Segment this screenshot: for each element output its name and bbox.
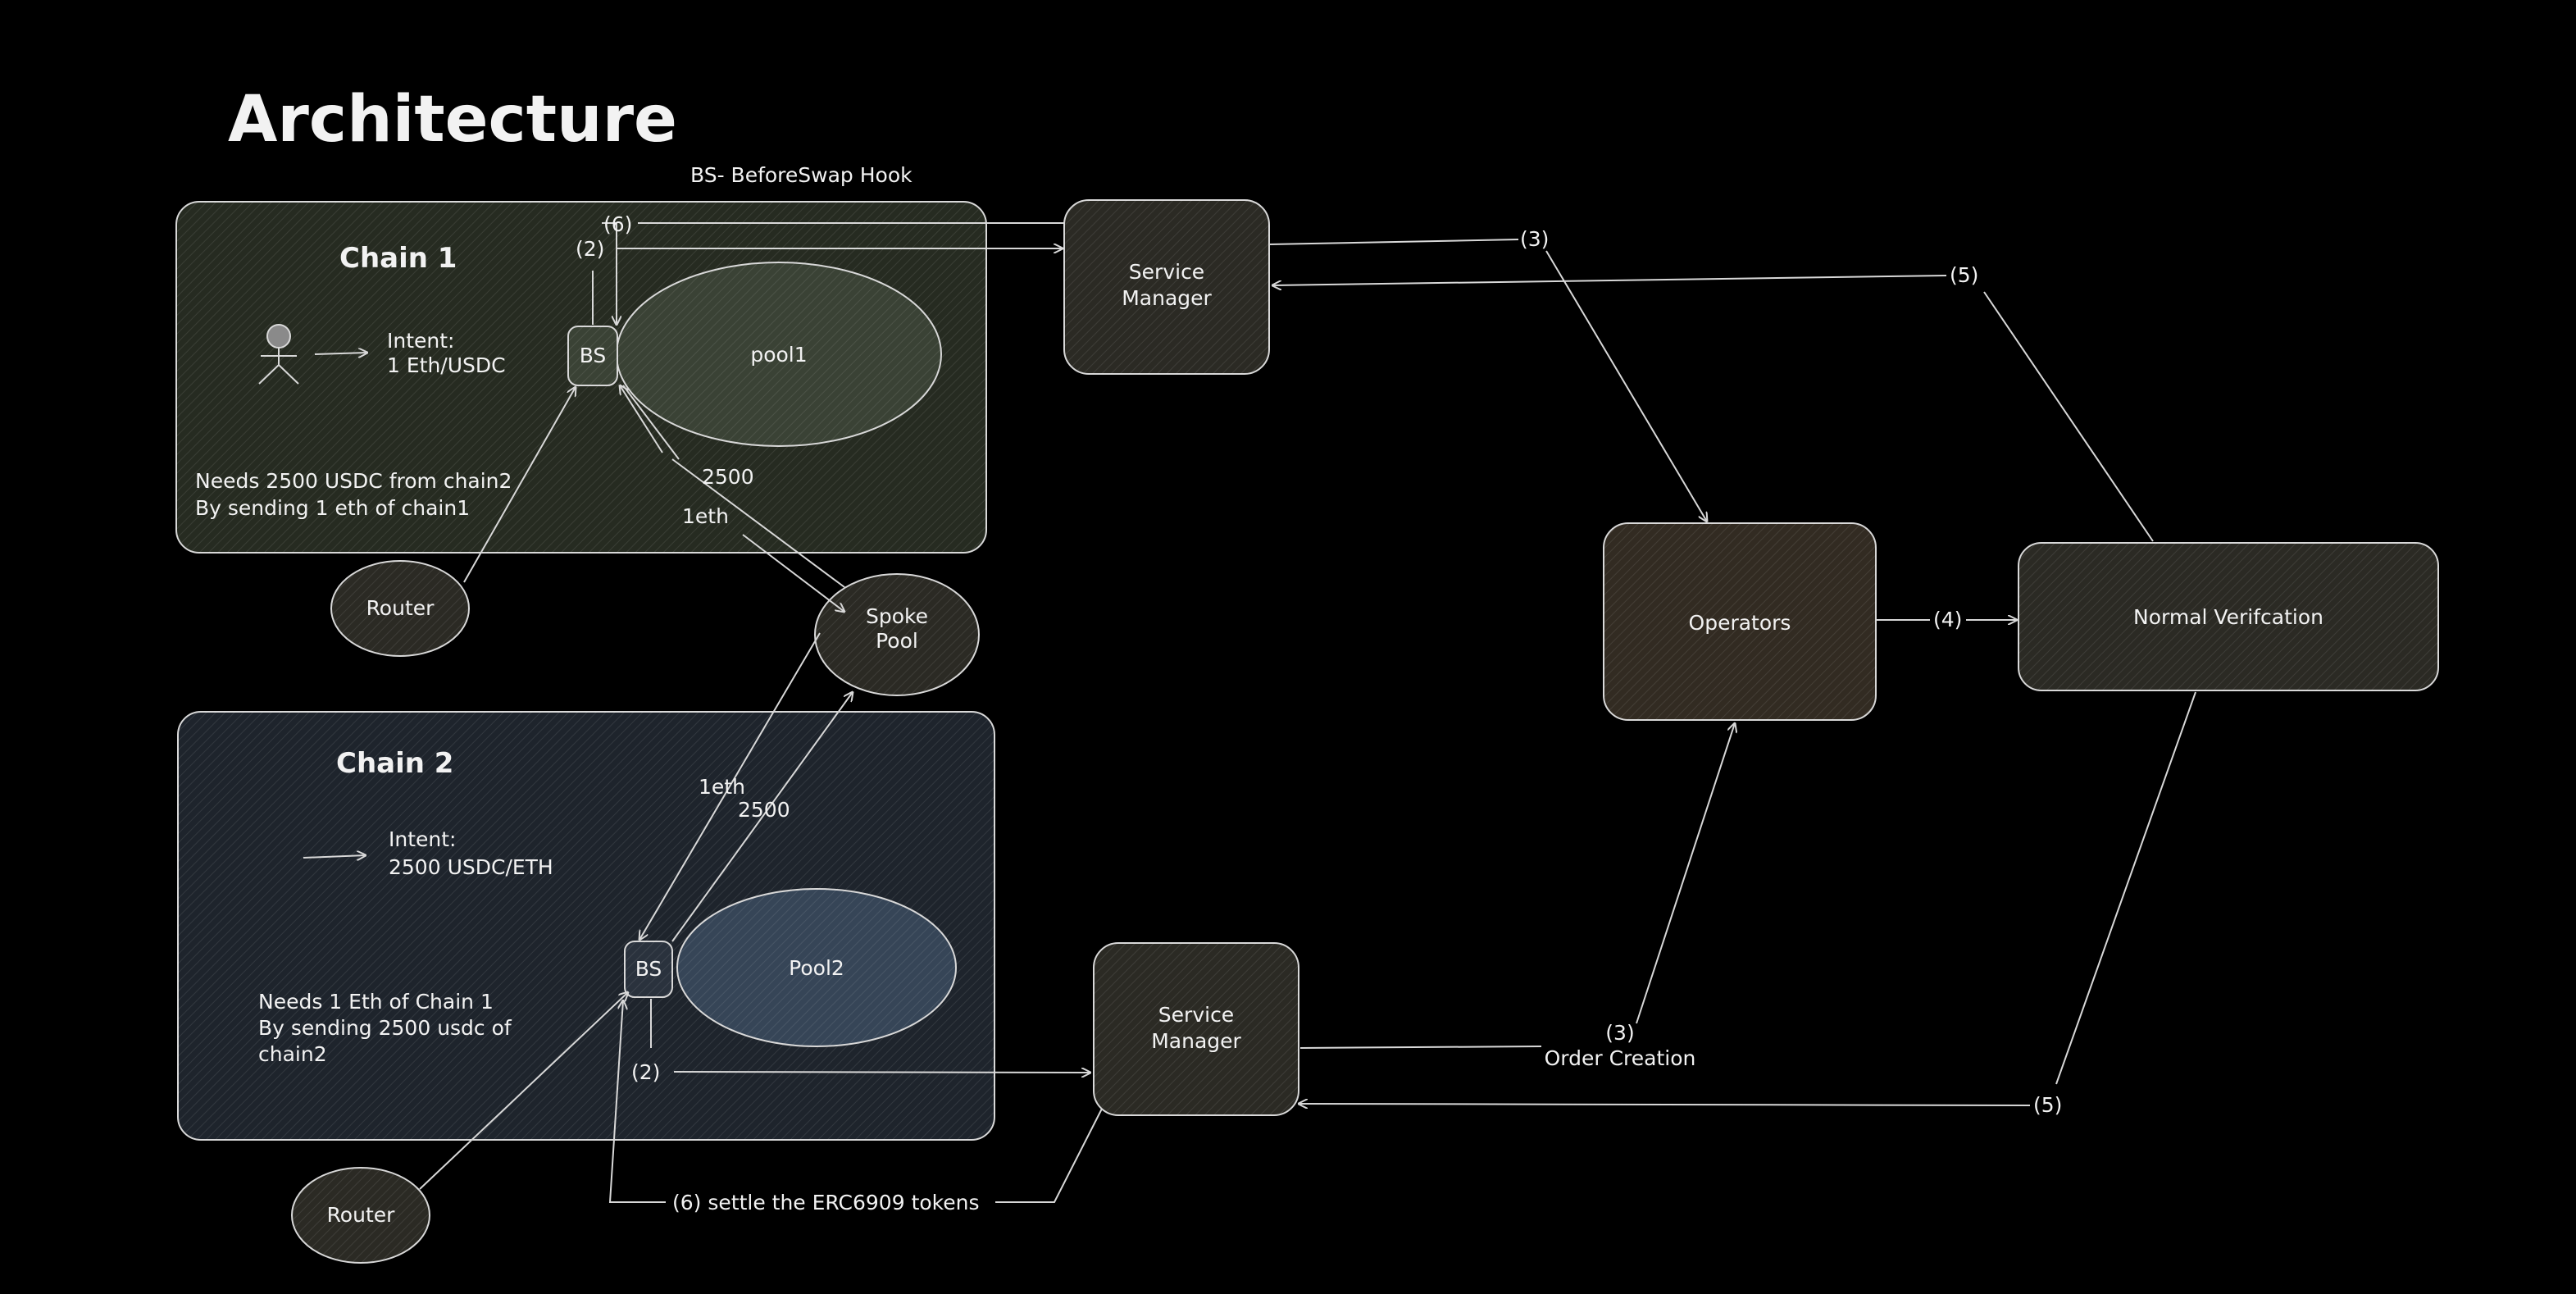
pool2-label: Pool2 <box>789 956 844 980</box>
service-manager-top-line1: Service <box>1129 260 1204 284</box>
amount-2500-bottom: 2500 <box>738 798 790 822</box>
step2-top-label: (2) <box>576 237 604 261</box>
pool2 <box>676 888 957 1047</box>
amount-2500-top: 2500 <box>702 465 754 489</box>
router-top <box>330 560 470 657</box>
service-manager-top-line2: Manager <box>1122 286 1212 310</box>
step2-bottom-label: (2) <box>631 1060 660 1084</box>
spoke-to-bs2-arrow <box>639 632 821 940</box>
amount-1eth-top: 1eth <box>682 504 729 528</box>
step6-top-label: (6) <box>603 212 632 236</box>
step5-bottom-line <box>2055 691 2196 1085</box>
router-bottom-arrow <box>419 992 628 1190</box>
bs1-to-spoke-arrow <box>742 534 844 612</box>
step3-bottom-line <box>1299 1046 1542 1049</box>
chain2-label: Chain 2 <box>336 747 453 780</box>
operators-box <box>1603 522 1877 721</box>
spoke-pool <box>814 573 980 696</box>
step5-top-label: (5) <box>1950 263 1978 287</box>
page-title: Architecture <box>228 83 677 157</box>
step5-top-arrow <box>1272 275 1947 285</box>
step3-bottom-arrow <box>1636 723 1735 1024</box>
verification-label: Normal Verifcation <box>2133 605 2323 629</box>
spoke-to-bs1-arrow <box>620 385 663 453</box>
chain1-label: Chain 1 <box>339 242 457 275</box>
order-creation-label: Order Creation <box>1545 1046 1696 1070</box>
step5-top-line <box>1983 291 2154 542</box>
chain1-intent-value: 1 Eth/USDC <box>387 353 506 377</box>
amount-1eth-bottom: 1eth <box>699 775 745 799</box>
step3-top-label: (3) <box>1520 227 1549 251</box>
chain2-needs-line1: Needs 1 Eth of Chain 1 <box>258 990 494 1014</box>
settle-label: (6) settle the ERC6909 tokens <box>672 1191 980 1214</box>
router-top-label: Router <box>366 596 435 620</box>
bs2-to-spoke-arrow <box>671 692 853 942</box>
chain1-bs-label: BS <box>580 344 607 367</box>
step2-bottom-arrow <box>673 1072 1090 1073</box>
chain1-intent-label: Intent: <box>387 329 454 353</box>
chain2-intent-label: Intent: <box>389 827 456 851</box>
service-manager-top <box>1063 199 1270 375</box>
settle-line-right <box>995 1108 1103 1203</box>
spoke-pool-label-line1: Spoke <box>866 604 928 628</box>
chain2-needs-line2: By sending 2500 usdc of <box>258 1016 512 1040</box>
chain1-needs-line1: Needs 2500 USDC from chain2 <box>195 469 512 493</box>
legend-note: BS- BeforeSwap Hook <box>690 163 913 187</box>
bs1-to-spoke-line <box>622 385 680 460</box>
chain2-bs-hook <box>624 941 673 998</box>
step3-top-line <box>1268 239 1519 245</box>
user-icon <box>258 324 299 385</box>
step3-top-arrow <box>1545 250 1707 522</box>
verification-box <box>2018 542 2439 691</box>
pool1 <box>616 262 942 447</box>
settle-arrow <box>608 1000 666 1203</box>
step3-bottom-label: (3) <box>1605 1021 1634 1045</box>
chain2-needs-line3: chain2 <box>258 1042 327 1066</box>
chain2-intent-arrow <box>303 855 366 858</box>
chain2-intent-value: 2500 USDC/ETH <box>389 855 553 879</box>
chain2-bs-label: BS <box>635 957 662 981</box>
router-top-arrow <box>463 387 576 583</box>
service-manager-bottom <box>1093 942 1299 1116</box>
step5-bottom-label: (5) <box>2033 1093 2062 1117</box>
spoke-pool-label-line2: Pool <box>876 629 918 653</box>
step5-bottom-arrow <box>1299 1104 2031 1105</box>
chain1-bs-hook <box>567 326 618 386</box>
service-manager-bottom-line2: Manager <box>1151 1029 1241 1053</box>
service-manager-bottom-line1: Service <box>1158 1003 1234 1027</box>
router-bottom-label: Router <box>327 1203 396 1227</box>
step6-top-arrow <box>602 222 617 325</box>
spoke-to-bs1-line <box>671 458 845 588</box>
user-to-intent-arrow <box>314 353 367 354</box>
chain1-needs-line2: By sending 1 eth of chain1 <box>195 496 470 520</box>
router-bottom <box>291 1167 430 1264</box>
pool1-label: pool1 <box>750 343 807 367</box>
operators-label: Operators <box>1689 611 1791 635</box>
step4-label: (4) <box>1933 608 1962 631</box>
